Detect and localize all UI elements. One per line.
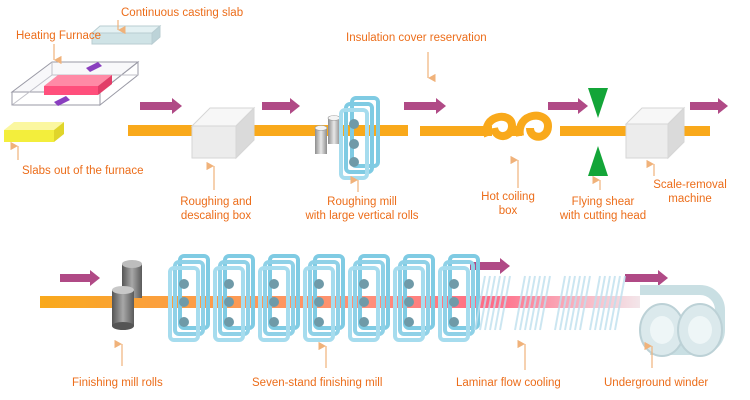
slab-out-of-furnace: [4, 122, 64, 142]
spray-header: [554, 275, 591, 331]
label-hot-coiling-box: Hot coiling box: [470, 190, 546, 218]
spray-header: [589, 275, 626, 331]
leader-arrows: [10, 20, 655, 370]
scale-removal-machine: [624, 106, 686, 160]
label-line: descaling box: [180, 210, 252, 222]
continuous-casting-slab: [90, 24, 162, 46]
spray-header: [514, 275, 551, 331]
seven-stand-finishing-mill: [168, 254, 480, 342]
finishing-stand: [393, 254, 435, 342]
spray-header: [474, 275, 511, 331]
label-slabs-out-of-furnace: Slabs out of the furnace: [22, 165, 144, 177]
label-scale-removal-machine: Scale-removal machine: [640, 178, 740, 206]
label-flying-shear: Flying shear with cutting head: [548, 195, 658, 223]
hot-coiling-coils: [420, 111, 553, 141]
label-line: Flying shear: [571, 196, 635, 208]
label-laminar-flow-cooling: Laminar flow cooling: [456, 377, 561, 389]
furnace-push-arrows: [54, 62, 102, 106]
flow-arrows-top: [140, 98, 728, 114]
label-line: Roughing and: [180, 196, 252, 208]
finishing-mill-rolls: [112, 260, 142, 330]
strip-top-left: [128, 125, 408, 136]
label-roughing-mill: Roughing mill with large vertical rolls: [292, 195, 432, 223]
label-roughing-descaling-box: Roughing and descaling box: [168, 195, 264, 223]
label-heating-furnace: Heating Furnace: [16, 30, 102, 42]
finishing-stand: [213, 254, 255, 342]
label-insulation-cover: Insulation cover reservation: [346, 32, 487, 44]
finishing-stand: [348, 254, 390, 342]
label-finishing-mill-rolls: Finishing mill rolls: [72, 377, 163, 389]
label-line: box: [498, 205, 518, 217]
flying-shear: [588, 88, 608, 176]
finishing-stand: [438, 254, 480, 342]
roughing-mill: [339, 96, 380, 180]
underground-winder: [639, 285, 725, 357]
finishing-stand: [258, 254, 300, 342]
label-line: Scale-removal: [653, 179, 727, 191]
roughing-descaling-box: [190, 106, 256, 160]
label-continuous-casting-slab: Continuous casting slab: [121, 7, 244, 19]
label-line: with cutting head: [559, 210, 647, 222]
finishing-stand: [168, 254, 210, 342]
label-line: machine: [668, 193, 712, 205]
finishing-stand: [303, 254, 345, 342]
laminar-flow-cooling-sprays: [474, 275, 626, 331]
label-underground-winder: Underground winder: [604, 377, 709, 389]
hot-slab: [44, 75, 112, 95]
label-line: Roughing mill: [327, 196, 397, 208]
label-seven-stand-finishing-mill: Seven-stand finishing mill: [252, 377, 383, 389]
label-line: Hot coiling: [481, 191, 535, 203]
label-line: with large vertical rolls: [305, 210, 419, 222]
edger-rolls: [314, 115, 341, 154]
